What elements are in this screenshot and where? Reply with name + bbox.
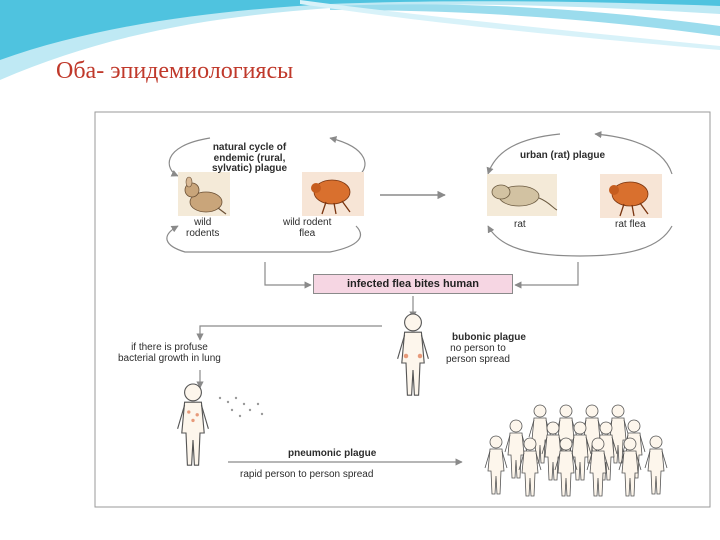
slide-title: Оба- эпидемиологиясы bbox=[56, 58, 294, 84]
pneumonic-plague-subtitle: rapid person to person spread bbox=[240, 469, 374, 480]
bubonic-plague-subtitle: no person to person spread bbox=[446, 343, 510, 365]
pneumonic-person-icon bbox=[177, 383, 209, 466]
urban-cycle-arrows bbox=[486, 130, 673, 257]
diagram-frame bbox=[94, 111, 711, 508]
wild-rodents-label: wild rodents bbox=[186, 217, 220, 239]
wild-rodent-flea-icon bbox=[302, 172, 364, 216]
rat-icon bbox=[487, 174, 558, 216]
sylvatic-to-infected-arrow bbox=[264, 262, 312, 289]
lung-condition-label: if there is profuse bacterial growth in … bbox=[118, 342, 221, 364]
urban-to-infected-arrow bbox=[514, 262, 579, 289]
urban-cycle-title: urban (rat) plague bbox=[520, 150, 606, 161]
bubonic-to-lung-arrow bbox=[196, 325, 382, 341]
wild-rodent-icon bbox=[178, 172, 230, 216]
crowd-icon bbox=[484, 404, 668, 497]
header-banner bbox=[0, 0, 720, 80]
bubonic-plague-title: bubonic plague bbox=[452, 332, 526, 343]
sylvatic-cycle-title: natural cycle of endemic (rural, sylvati… bbox=[212, 142, 288, 174]
wild-rodent-flea-label: wild rodent flea bbox=[283, 217, 332, 239]
bubonic-person-icon bbox=[397, 313, 429, 396]
rat-flea-label: rat flea bbox=[615, 219, 646, 230]
droplet-spray-icon bbox=[218, 396, 264, 418]
rat-flea-icon bbox=[600, 174, 662, 218]
rat-label: rat bbox=[514, 219, 526, 230]
infected-flea-bites-human-box: infected flea bites human bbox=[313, 274, 513, 294]
pneumonic-plague-title: pneumonic plague bbox=[288, 448, 377, 459]
